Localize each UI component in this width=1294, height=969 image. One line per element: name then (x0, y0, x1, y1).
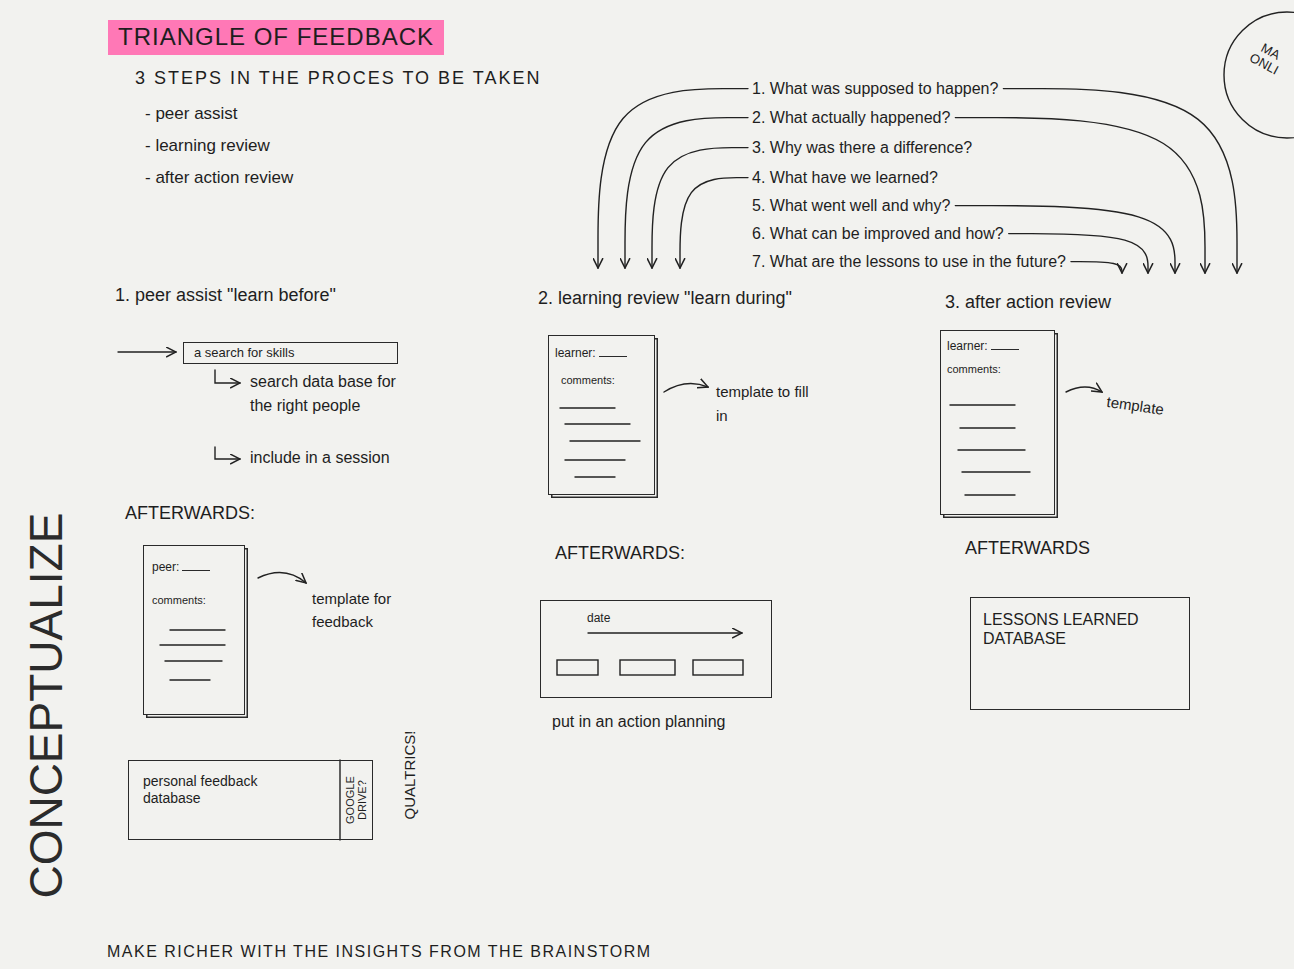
tool-option: GOOGLE DRIVE? (344, 764, 368, 836)
field-label: learner: (947, 339, 1048, 353)
question-arrow (625, 118, 748, 268)
field-label: comments: (561, 374, 648, 387)
step-item: - learning review (145, 136, 270, 156)
review-question: 7. What are the lessons to use in the fu… (752, 252, 1066, 271)
action-item (620, 660, 675, 675)
review-question: 4. What have we learned? (752, 168, 938, 187)
action-planning-box: date (540, 600, 772, 698)
note-text: search data base for the right people (250, 370, 415, 418)
field-label: learner: (555, 346, 648, 360)
column-divider (339, 760, 340, 840)
comment-lines (560, 408, 640, 477)
comment-lines (950, 405, 1030, 495)
leader-arrow (664, 383, 708, 392)
action-item (557, 660, 598, 675)
review-question: 3. Why was there a difference? (752, 138, 972, 157)
axis-label: date (587, 611, 725, 625)
sketch-title: TRIANGLE OF FEEDBACK (108, 20, 444, 55)
pointer-arrow (118, 351, 176, 352)
section-title: CONCEPTUALIZE (19, 512, 74, 898)
circle-outline (1224, 12, 1294, 138)
template-box: peer: comments: (143, 545, 245, 715)
afterwards-heading: AFTERWARDS (965, 538, 1090, 560)
step-heading: 1. peer assist "learn before" (115, 285, 336, 307)
step-heading: 3. after action review (945, 292, 1111, 314)
question-arrow (652, 148, 748, 268)
leader-arrow (258, 573, 306, 583)
hook-arrow (215, 370, 240, 383)
question-arrows (598, 89, 1237, 273)
circle-note: MA ONLI (1244, 37, 1291, 80)
tool-option: QUALTRICS! (401, 731, 419, 820)
search-box: a search for skills (183, 342, 398, 364)
step-item: - peer assist (145, 104, 238, 124)
timeline-arrow (588, 632, 742, 633)
field-label: comments: (947, 363, 1048, 376)
database-label: LESSONS LEARNED DATABASE (983, 610, 1168, 648)
note-text: put in an action planning (552, 712, 725, 731)
field-label: peer: (152, 560, 236, 574)
note-text: template (1105, 393, 1164, 419)
note-text: include in a session (250, 448, 390, 467)
circle-outline (1222, 10, 1294, 140)
search-label: a search for skills (194, 345, 387, 361)
step-item: - after action review (145, 168, 293, 188)
database-box: LESSONS LEARNED DATABASE (970, 597, 1190, 710)
question-arrow (598, 89, 748, 268)
note-circle: MA ONLI (1222, 10, 1294, 140)
database-box: personal feedback database GOOGLE DRIVE? (128, 760, 373, 840)
hook-arrow (215, 447, 240, 459)
question-arrow (1071, 262, 1122, 273)
note-text: template for feedback (312, 588, 407, 633)
step-heading: 2. learning review "learn during" (538, 288, 792, 310)
leader-arrow (1066, 387, 1102, 392)
review-question: 1. What was supposed to happen? (752, 79, 998, 98)
template-box: learner: comments: (548, 335, 655, 495)
action-item (693, 660, 743, 675)
template-box: learner: comments: (940, 330, 1055, 515)
comment-lines (160, 630, 225, 680)
note-text: template to fill in (716, 380, 811, 428)
question-arrow (955, 118, 1205, 273)
footer-note: MAKE RICHER WITH THE INSIGHTS FROM THE B… (107, 942, 652, 961)
review-question: 5. What went well and why? (752, 196, 950, 215)
review-question: 6. What can be improved and how? (752, 224, 1004, 243)
database-label: personal feedback database (143, 773, 293, 807)
afterwards-heading: AFTERWARDS: (125, 503, 255, 525)
afterwards-heading: AFTERWARDS: (555, 543, 685, 565)
review-question: 2. What actually happened? (752, 108, 950, 127)
field-label: comments: (152, 594, 236, 607)
steps-heading: 3 STEPS IN THE PROCES TO BE TAKEN (135, 68, 541, 90)
question-arrow (680, 178, 748, 268)
question-arrow (1003, 89, 1237, 273)
